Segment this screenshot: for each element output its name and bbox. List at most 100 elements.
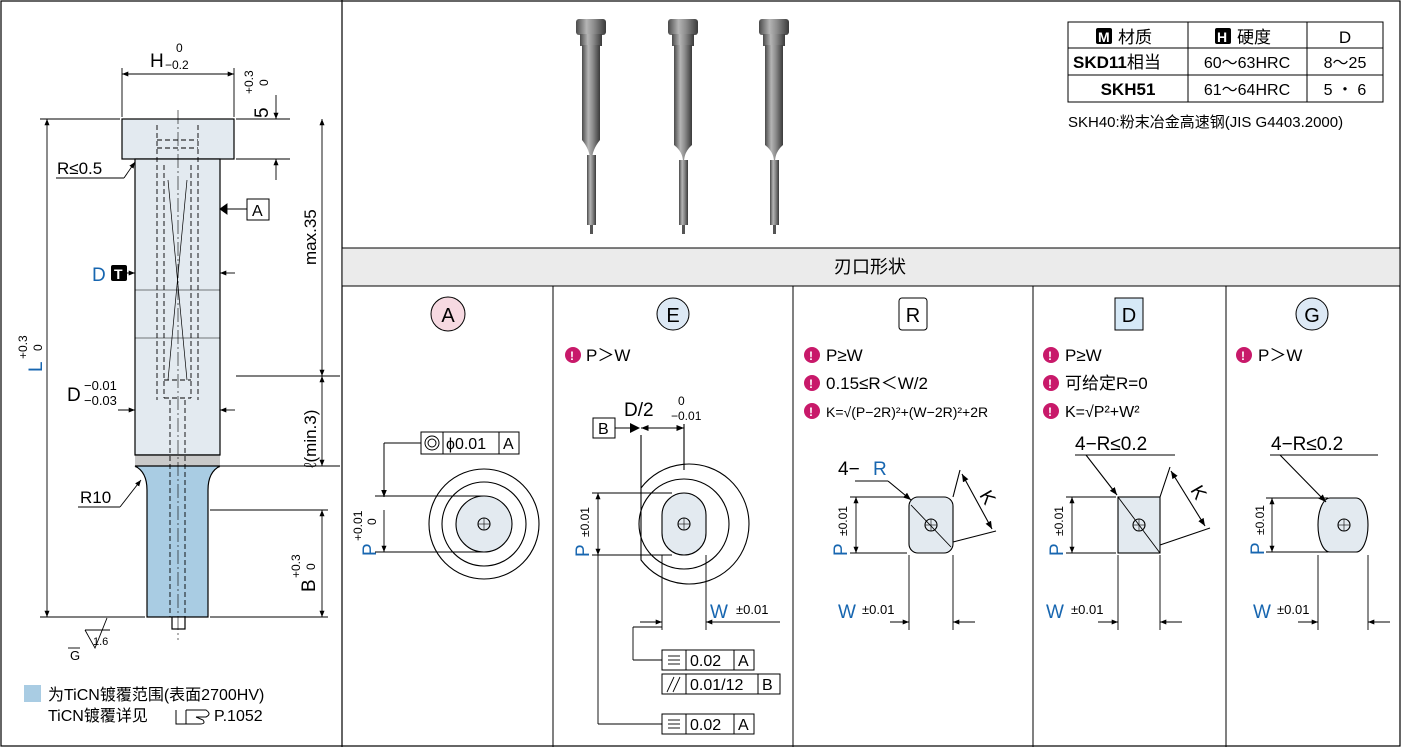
table-row-0-hardness: 60～63HRC	[1204, 55, 1290, 72]
material-table	[1067, 21, 1384, 103]
badge-r-box	[898, 297, 928, 331]
label-b-tol-lower: 0	[304, 563, 318, 570]
panel-g-cond: P＞W	[1258, 346, 1302, 365]
pointing-hand-icon	[175, 709, 210, 725]
panel-d-badge: D	[1122, 305, 1136, 327]
label-l-tol-lower: 0	[31, 344, 45, 351]
table-note: SKH40:粉末冶金高速钢(JIS G4403.2000)	[1068, 114, 1343, 131]
panel-a-p: P	[360, 543, 381, 556]
table-row-1-hardness: 61～64HRC	[1204, 82, 1290, 99]
table-row-1-material: SKH51	[1101, 80, 1156, 99]
table-row-1-material-code: SKH51	[1101, 80, 1156, 99]
panel-a-badge: A	[441, 305, 455, 327]
panel-e-tol3: 0.02	[690, 717, 721, 734]
panel-d-w: W	[1046, 602, 1064, 623]
table-header-0: 材质	[1118, 28, 1152, 47]
panel-r-w: W	[838, 602, 856, 623]
table-header-1: 硬度	[1237, 28, 1271, 47]
dim-max35	[236, 119, 340, 377]
leader-r10	[78, 479, 142, 508]
warning-icon	[1043, 403, 1059, 419]
table-row-0-suffix: 相当	[1127, 53, 1161, 72]
panel-d-p-tol: ±0.01	[1052, 506, 1066, 536]
panel-r-corner-r: R	[873, 459, 887, 480]
label-r10: R10	[80, 488, 111, 507]
warning-icon	[804, 347, 820, 363]
roughness-symbol	[68, 617, 110, 650]
warning-icon	[1236, 347, 1252, 363]
warning-icon	[1043, 347, 1059, 363]
table-row-1-d: 5 ・ 6	[1324, 82, 1367, 99]
label-r-head: R≤0.5	[57, 159, 102, 178]
panel-r-cond3: K=√(P−2R)²+(W−2R)²+2R	[826, 404, 988, 420]
table-header-0-badge: M	[1098, 29, 1110, 45]
legend-page-ref: P.1052	[214, 708, 263, 725]
panel-a: A ϕ0.01 A P +0.01 0	[351, 296, 540, 580]
badge-g-circle	[1295, 297, 1329, 331]
legend-line1: 为TiCN镀覆范围(表面2700HV)	[48, 686, 264, 704]
panel-r-corner: 4−	[838, 459, 860, 480]
label-b-tol-upper: +0.3	[289, 554, 303, 578]
panel-d-cond2: 可给定R=0	[1065, 374, 1148, 393]
panel-e-tol1-datum: A	[738, 653, 749, 670]
label-d-shank-tol-lower: −0.03	[84, 393, 117, 408]
dim-h-tol-upper: 0	[176, 41, 183, 55]
panel-g-p-tol: ±0.01	[1253, 505, 1267, 535]
badge-t-label: T	[114, 266, 123, 282]
label-d-shank: D	[67, 385, 81, 406]
panel-g-w-tol: ±0.01	[1277, 602, 1309, 617]
panel-e-d2-tol-lower: −0.01	[671, 409, 702, 423]
product-photo	[576, 19, 789, 234]
punch-pin-2	[668, 19, 698, 234]
panel-a-p-tol-upper: +0.01	[351, 510, 365, 541]
table-row-0-material: SKD11相当	[1073, 53, 1161, 72]
dim-five-tol-upper: +0.3	[242, 70, 256, 94]
panel-g: G ! P＞W 4−R≤0.2 P ±0.01 W ±0.01	[1236, 297, 1390, 630]
warning-icon: !	[1048, 405, 1052, 419]
panel-d: D ! P≥W ! 可给定R=0 ! K=√P²+W² 4−R≤0.2 K	[1043, 297, 1210, 630]
panel-d-corner: 4−R≤0.2	[1075, 434, 1147, 455]
panel-e: E ! P＞W B D/2 0 −0.01 P ±	[565, 297, 781, 735]
panel-e-w-tol: ±0.01	[736, 602, 768, 617]
panel-e-p-tol: ±0.01	[578, 507, 592, 537]
punch-pin-3	[759, 19, 789, 234]
coating-swatch	[24, 685, 41, 702]
badge-h	[1215, 28, 1231, 44]
panel-d-p: P	[1047, 543, 1068, 556]
panel-e-tol3-datum: A	[738, 717, 749, 734]
panel-r-cond1: P≥W	[826, 346, 863, 365]
badge-e-circle	[656, 297, 690, 331]
panel-e-tol2-datum: B	[762, 677, 773, 694]
datum-a-label: A	[252, 203, 263, 220]
warning-icon: !	[1048, 349, 1052, 363]
panel-r-w-tol: ±0.01	[862, 602, 894, 617]
panel-a-tol: ϕ0.01	[446, 436, 486, 453]
label-d: D	[92, 265, 106, 286]
panel-r-p-tol: ±0.01	[836, 506, 850, 536]
panel-d-cond3: K=√P²+W²	[1065, 404, 1140, 421]
panel-a-p-tol-lower: 0	[365, 518, 379, 525]
panel-d-cond1: P≥W	[1065, 346, 1102, 365]
dim-l-min	[210, 376, 340, 467]
panel-r-cond2: 0.15≤R＜W/2	[826, 374, 928, 393]
panel-g-corner: 4−R≤0.2	[1271, 434, 1343, 455]
label-g: G	[70, 648, 80, 663]
warning-icon: !	[570, 349, 574, 363]
dim-h	[121, 68, 235, 117]
warning-icon	[565, 347, 581, 363]
panel-e-w: W	[710, 602, 728, 623]
warning-icon	[804, 403, 820, 419]
datum-a-leader	[219, 203, 247, 215]
panel-a-tol-datum: A	[503, 436, 514, 453]
warning-icon	[804, 375, 820, 391]
warning-icon: !	[1048, 377, 1052, 391]
label-d-shank-tol-upper: −0.01	[84, 378, 117, 393]
panel-e-p: P	[573, 544, 594, 557]
panel-e-d2-tol-upper: 0	[678, 394, 685, 408]
label-max35: max.35	[301, 209, 320, 265]
badge-d-box	[1114, 297, 1144, 331]
section-header	[341, 247, 1401, 287]
table-header-2: D	[1339, 28, 1351, 47]
dim-l	[40, 118, 145, 618]
